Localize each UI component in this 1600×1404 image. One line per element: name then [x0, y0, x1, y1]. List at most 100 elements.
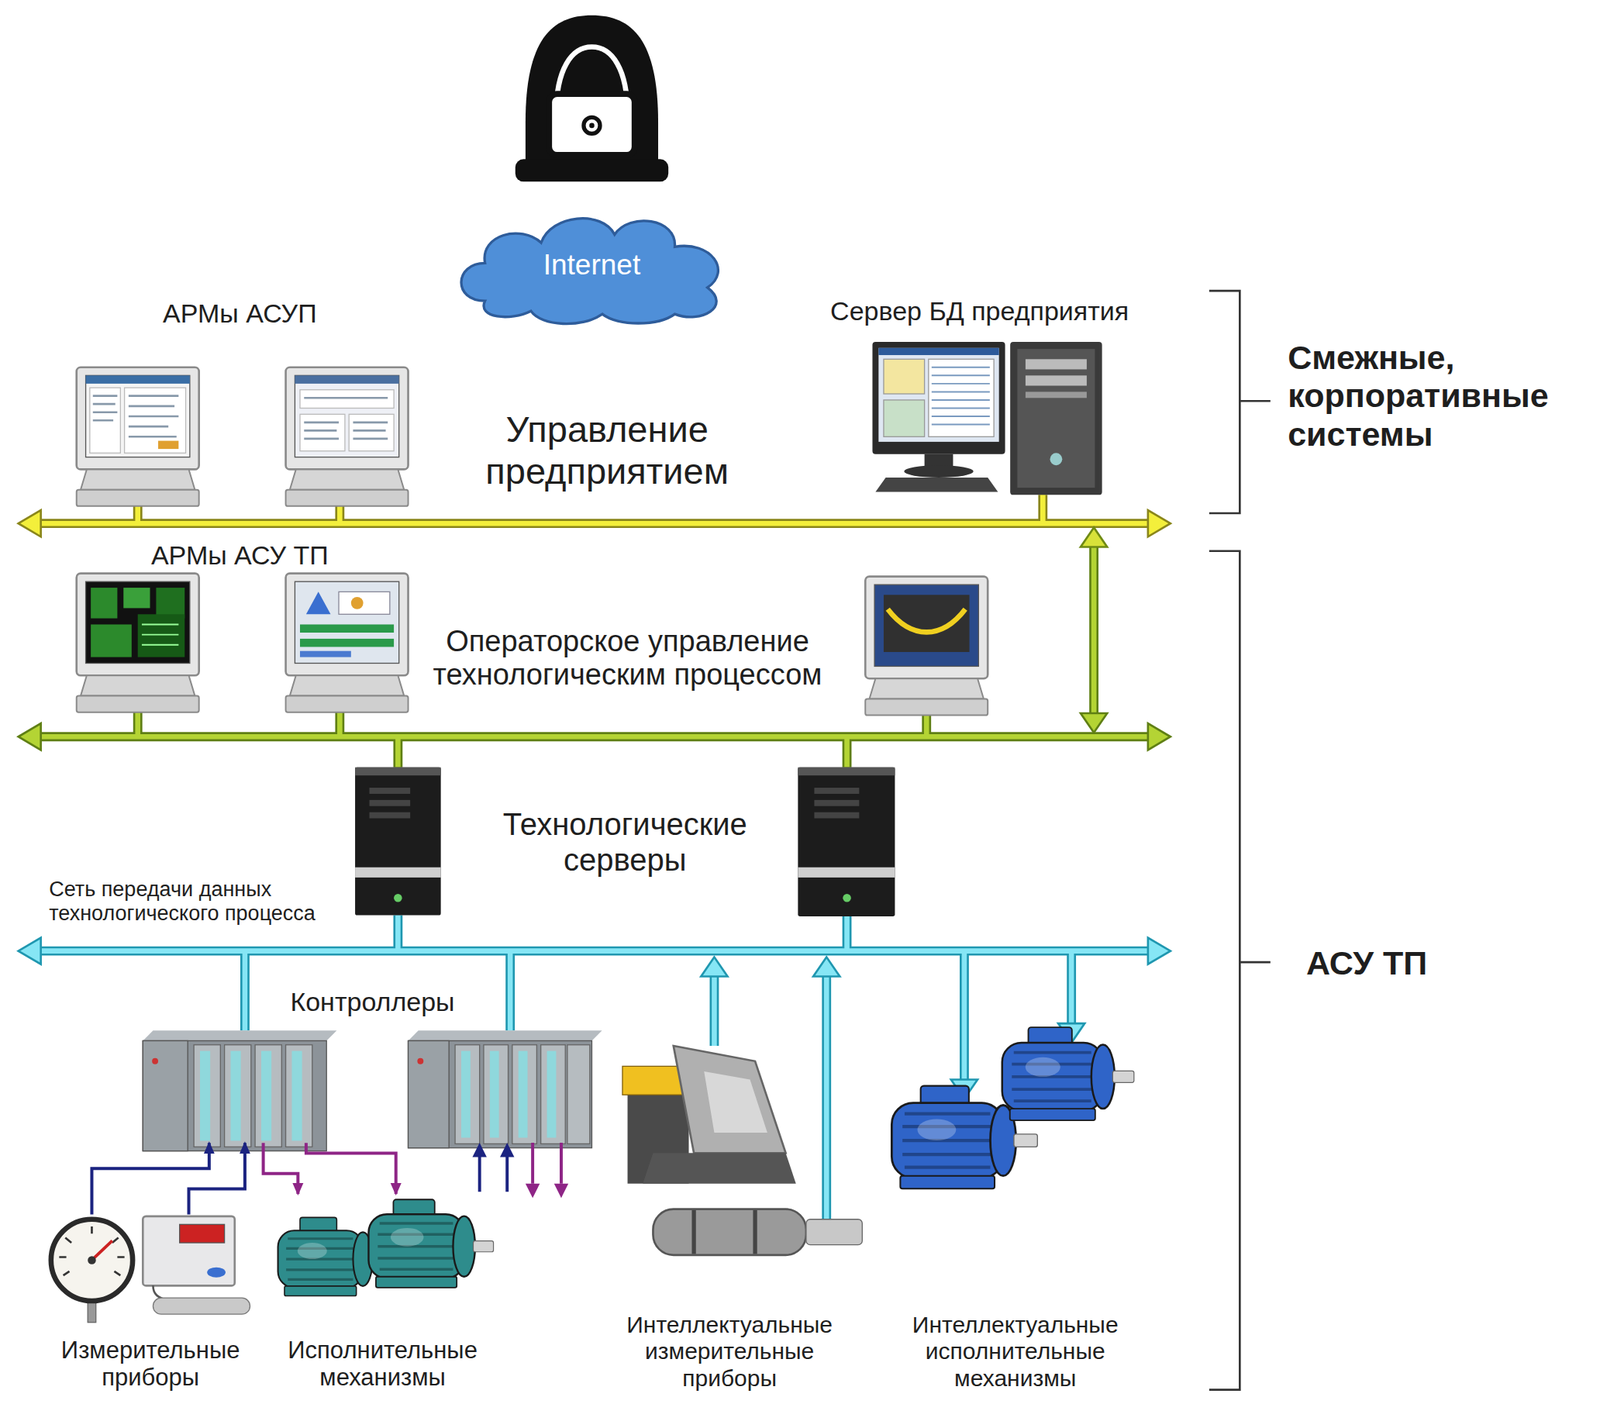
hacker-icon: [548, 93, 635, 156]
tech-server: [797, 767, 895, 917]
plc-controller: [417, 1058, 424, 1065]
plc-controller: [518, 1051, 528, 1138]
enterprise-bus: [30, 494, 1159, 524]
tech-server: [393, 893, 403, 903]
workstation: [338, 591, 390, 614]
signal-connector: [189, 1142, 245, 1214]
workstation: [883, 594, 970, 652]
arrow-head: [1080, 713, 1107, 733]
tech-server: [369, 812, 411, 819]
workstation: [76, 367, 200, 507]
hacker-icon: [515, 15, 669, 183]
plc-controller: [541, 1044, 566, 1145]
smart-sensor: [693, 1210, 756, 1255]
database-server: [1025, 375, 1087, 386]
enterprise-bus: [30, 494, 1159, 524]
database-server: [883, 358, 925, 394]
pressure-gauge: [51, 1219, 133, 1301]
plc-controller: [142, 1030, 337, 1041]
motor: [368, 1199, 494, 1288]
measuring-unit: [142, 1216, 235, 1286]
plc-controller: [142, 1040, 327, 1151]
arrow-head: [1148, 723, 1171, 750]
workstation: [93, 396, 180, 438]
caption: Исполнительные механизмы: [262, 1336, 504, 1392]
workstation: [155, 587, 185, 618]
workstation: [86, 581, 190, 663]
smart-sensor: [652, 1209, 806, 1256]
tech-server: [369, 787, 411, 794]
workstation: [141, 624, 179, 645]
operator-bus: [30, 544, 1159, 768]
device-group: Интеллектуальные измерительные приборы: [612, 1030, 848, 1394]
workstation: [76, 573, 200, 713]
signal-stub: [500, 1142, 514, 1157]
plc-controller: [261, 1051, 272, 1142]
bracket: [1209, 551, 1271, 1390]
caption: АРМы АСУ ТП: [151, 540, 329, 571]
hacker-icon: [583, 117, 600, 134]
hacker-icon: [515, 158, 669, 182]
plc-controller: [224, 1044, 252, 1148]
measuring-unit: [206, 1267, 226, 1278]
tech-server: [797, 767, 895, 776]
workstation: [123, 587, 150, 608]
process-bus: [30, 915, 1159, 1230]
workstation: [286, 573, 409, 713]
database-server: [875, 477, 998, 492]
tech-server: [813, 800, 859, 807]
plc-controller: [408, 1040, 450, 1148]
database-server: [903, 465, 974, 478]
bracket-label: Смежные, корпоративные системы: [1287, 338, 1589, 454]
plc-controller: [193, 1044, 221, 1148]
plc-controller: [286, 1044, 313, 1148]
workstation: [300, 413, 345, 451]
plc-controller: [291, 1051, 302, 1142]
arrow-head: [1148, 510, 1171, 537]
workstation: [76, 573, 200, 713]
plc-controller: [408, 1030, 603, 1041]
caption: Сервер БД предприятия: [830, 296, 1129, 327]
tech-server: [813, 787, 859, 794]
plc-controller: [489, 1051, 500, 1138]
database-server: [878, 348, 999, 356]
signal-stub: [472, 1142, 569, 1198]
workstation: [137, 613, 186, 657]
device-group: Исполнительные механизмы: [260, 1193, 506, 1394]
plc-controller: [547, 1051, 557, 1138]
database-server: [872, 341, 1102, 495]
signal-stub: [532, 1142, 562, 1184]
plc-controller: [200, 1051, 211, 1142]
workstation: [286, 367, 409, 507]
level-label: Управление предприятием: [454, 408, 761, 493]
network-label: Сеть передачи данных технологического пр…: [48, 877, 356, 926]
workstation: [303, 397, 388, 439]
plc-controller: [461, 1051, 471, 1138]
workstation: [874, 584, 979, 666]
device-group: Интеллектуальные исполнительные механизм…: [867, 1025, 1164, 1394]
workstation: [124, 387, 187, 453]
workstation: [90, 624, 132, 657]
smart-sensor: [622, 1065, 684, 1095]
plc-controller: [142, 1030, 337, 1151]
plc-controller: [408, 1030, 603, 1148]
smart-sensor: [622, 1045, 863, 1256]
server-group: Сервер БД предприятия: [816, 293, 1143, 498]
pressure-gauge: [87, 1255, 97, 1265]
operator-bus: [30, 544, 1159, 768]
workstation: [76, 367, 200, 507]
caption: Контроллеры: [289, 986, 455, 1018]
database-server: [872, 341, 1005, 455]
tech-server: [797, 867, 895, 878]
plc-controller: [142, 1040, 188, 1151]
signal-connector: [91, 1142, 245, 1214]
plc-controller: [512, 1044, 538, 1145]
smart-sensor: [806, 1219, 863, 1245]
plc-controller: [255, 1044, 282, 1148]
caption: Интеллектуальные исполнительные механизм…: [869, 1311, 1162, 1393]
database-server: [883, 400, 925, 437]
plc-controller: [455, 1044, 480, 1145]
workstation: [294, 375, 399, 457]
